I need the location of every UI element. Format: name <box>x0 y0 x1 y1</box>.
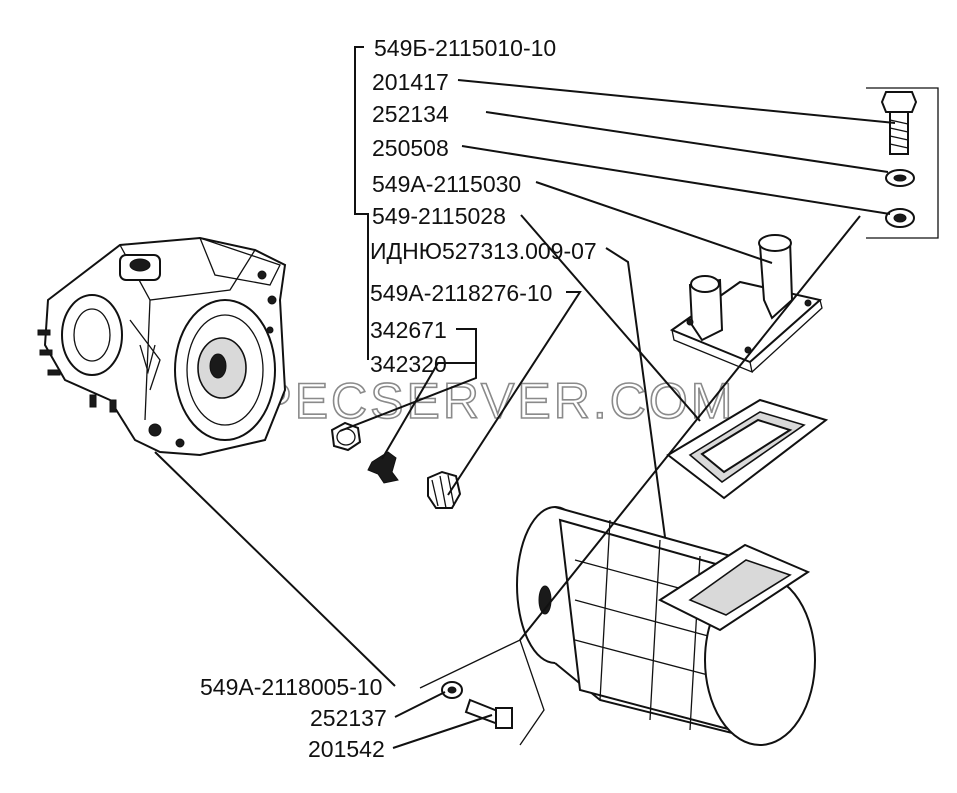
label-nut: 342671 <box>370 317 447 343</box>
muffler-drawing <box>516 506 816 746</box>
fastener-stack-drawing <box>866 87 939 239</box>
label-assembly: 549Б-2115010-10 <box>374 35 556 61</box>
label-bolt-top: 201417 <box>372 69 449 95</box>
label-flat-washer: 250508 <box>372 135 449 161</box>
exhaust-pipe-drawing <box>669 234 823 374</box>
label-cotter-pin: 342320 <box>370 351 447 377</box>
bottom-fastener-drawing <box>419 639 545 746</box>
label-gear: 549А-2118276-10 <box>370 280 552 306</box>
assembly-bracket-lower <box>364 213 369 360</box>
gasket-drawing <box>666 398 829 500</box>
label-bolt-bottom: 201542 <box>308 736 385 762</box>
gearbox-housing-drawing <box>37 236 287 457</box>
label-gasket: 549-2115028 <box>372 203 506 229</box>
label-muffler: ИДНЮ527313.009-07 <box>370 238 597 264</box>
label-spring-washer: 252134 <box>372 101 449 127</box>
label-housing: 549А-2118005-10 <box>200 674 382 700</box>
label-washer-bottom: 252137 <box>310 705 387 731</box>
label-pipe: 549А-2115030 <box>372 171 521 197</box>
leader-lines <box>154 79 896 749</box>
assembly-bracket <box>354 46 364 215</box>
watermark-text: SPECSERVER.COM <box>222 373 735 429</box>
